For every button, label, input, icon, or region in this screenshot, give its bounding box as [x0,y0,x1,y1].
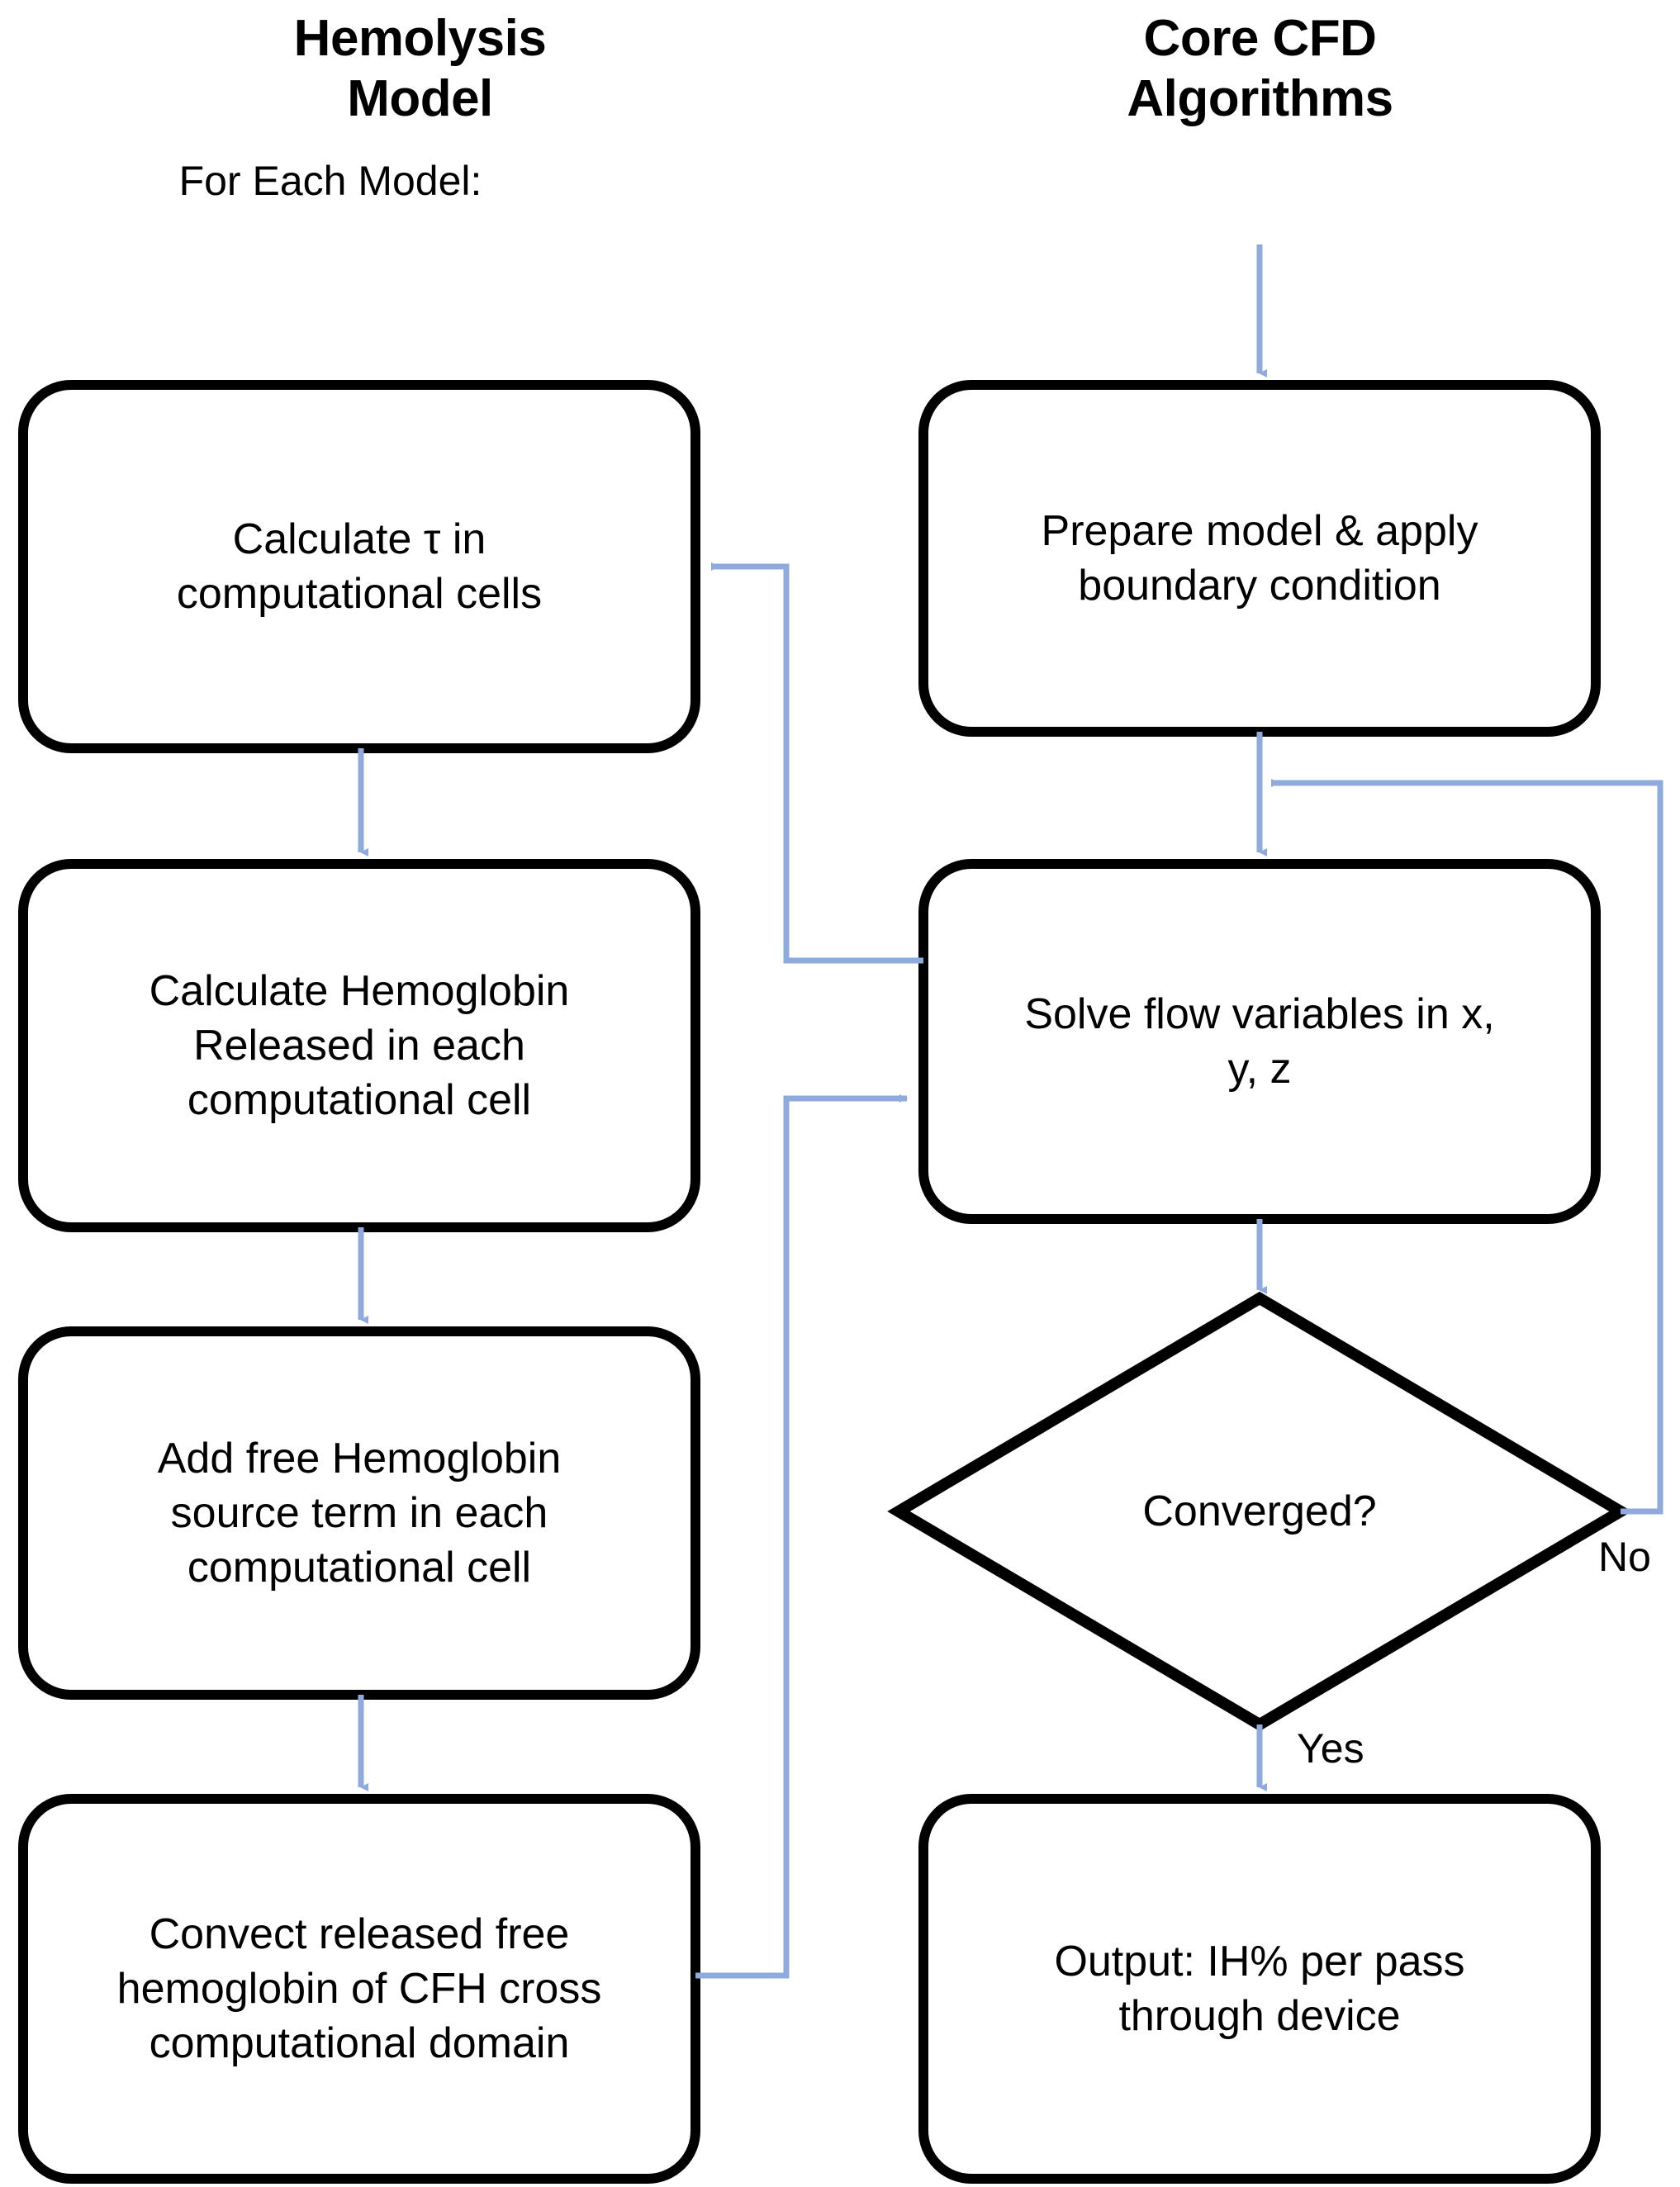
node-calc-hb-released[interactable] [18,859,700,1232]
node-output-ih[interactable] [918,1794,1601,2184]
connector-converged-no-loop [1271,779,1663,1515]
connector-convect-to-solveflow [695,1094,908,1979]
node-convect-cfh[interactable] [18,1794,700,2184]
caption-for-each-model: For Each Model: [178,158,482,204]
node-add-hb-source[interactable] [18,1326,700,1700]
node-converged[interactable] [887,1291,1632,1732]
node-solve-flow[interactable] [918,859,1601,1224]
column-title-right: Core CFD Algorithms [1127,10,1393,128]
node-calc-tau[interactable] [18,380,700,753]
edge-label-yes: Yes [1297,1725,1364,1772]
connector-solveflow-to-calctau [711,562,923,964]
node-prepare-model[interactable] [918,380,1601,737]
column-title-left: Hemolysis Model [293,10,547,128]
edge-label-no: No [1598,1534,1651,1580]
